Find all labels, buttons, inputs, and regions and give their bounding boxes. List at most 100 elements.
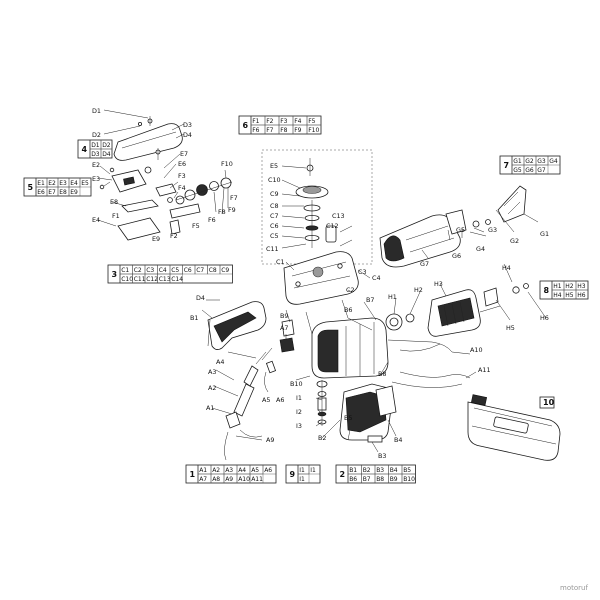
watermark: motoruf [560, 584, 588, 592]
front-nose-part [379, 185, 527, 268]
top-cover-part [113, 116, 183, 161]
legend-cell-text: E4 [70, 180, 78, 187]
group-5-number: 5 [28, 183, 34, 192]
label-B1: B1 [190, 314, 198, 322]
legend-cell [249, 473, 264, 484]
legend-cell-text: B1 [349, 467, 357, 474]
legend-cell [219, 264, 233, 275]
label-I1: I1 [296, 394, 302, 402]
label-B7: B7 [366, 296, 374, 304]
legend-cell [575, 289, 589, 300]
label-H5: H5 [506, 324, 515, 332]
label-B8: B8 [378, 370, 386, 378]
legend-cell [79, 177, 92, 188]
switch-assembly-part [99, 166, 177, 241]
label-A5: A5 [262, 396, 270, 404]
label-I2: I2 [296, 408, 302, 416]
label-G3: G3 [488, 226, 497, 234]
label-A7-b: A7 [280, 324, 288, 332]
legend-cell-text: F5 [308, 118, 315, 125]
legend-cell-text: C1 [121, 267, 129, 274]
group-2-number: 2 [340, 470, 346, 479]
legend-cell-text: A10 [238, 476, 250, 483]
shaft-parts [279, 319, 328, 426]
label-H4: H4 [502, 264, 511, 272]
legend-cell [100, 148, 113, 159]
label-D4-b: D4 [196, 294, 205, 302]
motor-armature-part [385, 283, 529, 352]
legend-cell-text: G6 [525, 167, 534, 174]
label-F10: F10 [221, 160, 233, 168]
legend-cell-text: E9 [70, 189, 78, 196]
label-D1: D1 [92, 107, 101, 115]
label-E9: E9 [152, 235, 160, 243]
legend-cell-text: B3 [376, 467, 384, 474]
label-B2: B2 [318, 434, 326, 442]
rear-handle-part [339, 383, 397, 443]
gearbox-upper-part [261, 149, 373, 265]
legend-cell-text: E7 [48, 189, 56, 196]
label-10: 10 [543, 398, 555, 407]
label-H3: H3 [434, 280, 443, 288]
legend-cell-text: A3 [225, 467, 233, 474]
label-H6: H6 [540, 314, 549, 322]
legend-cell-text: B10 [403, 476, 415, 483]
group-3-number: 3 [112, 270, 118, 279]
legend-cell-text: C10 [121, 276, 133, 283]
label-B4: B4 [394, 436, 402, 444]
label-C2: C2 [346, 286, 355, 294]
legend-cell-text: G1 [513, 158, 522, 165]
label-A1: A1 [206, 404, 214, 412]
legend-cell-text: D3 [91, 151, 100, 158]
label-B10: B10 [290, 380, 303, 388]
legend-cell-text: F1 [252, 118, 259, 125]
legend-cell-text: B7 [363, 476, 371, 483]
legend-cell-text: E8 [59, 189, 67, 196]
label-E2: E2 [92, 161, 100, 169]
legend-cell-text: B5 [403, 467, 411, 474]
group-6-number: 6 [243, 121, 249, 130]
label-C3: C3 [358, 268, 367, 276]
legend-cell-text: C6 [184, 267, 192, 274]
label-C1: C1 [276, 258, 285, 266]
legend-cell [262, 464, 277, 475]
legend-cell-text: C4 [159, 267, 167, 274]
legend-cell-text: A1 [199, 467, 207, 474]
group-7-number: 7 [504, 161, 510, 170]
label-H1: H1 [388, 293, 397, 301]
legend-cell [308, 464, 321, 475]
label-G1: G1 [540, 230, 549, 238]
legend-cell-text: A8 [212, 476, 220, 483]
label-B6: B6 [344, 306, 352, 314]
legend-cell-text: C11 [134, 276, 146, 283]
label-F4: F4 [178, 184, 186, 192]
legend-cell-text: I1 [299, 476, 305, 483]
legend-cell-text: A9 [225, 476, 233, 483]
legend-cell-text: D2 [102, 142, 111, 149]
label-I3: I3 [296, 422, 302, 430]
legend-cell-text: E2 [48, 180, 56, 187]
label-C4: C4 [372, 274, 381, 282]
label-C5: C5 [270, 232, 279, 240]
label-A9: A9 [266, 436, 274, 444]
legend-cell-text: E6 [37, 189, 45, 196]
leader-lines [97, 109, 547, 453]
legend-cell-text: G3 [537, 158, 546, 165]
legend-cell-text: D1 [91, 142, 100, 149]
legend-cell-text: H1 [553, 283, 562, 290]
carry-case-part [467, 394, 561, 461]
legend-cell-text: B4 [390, 467, 398, 474]
legend-cell-text: A6 [264, 467, 272, 474]
label-H2: H2 [414, 286, 423, 294]
label-C11: C11 [266, 245, 279, 253]
label-F3: F3 [178, 172, 186, 180]
legend-cell-text: F10 [308, 127, 319, 134]
